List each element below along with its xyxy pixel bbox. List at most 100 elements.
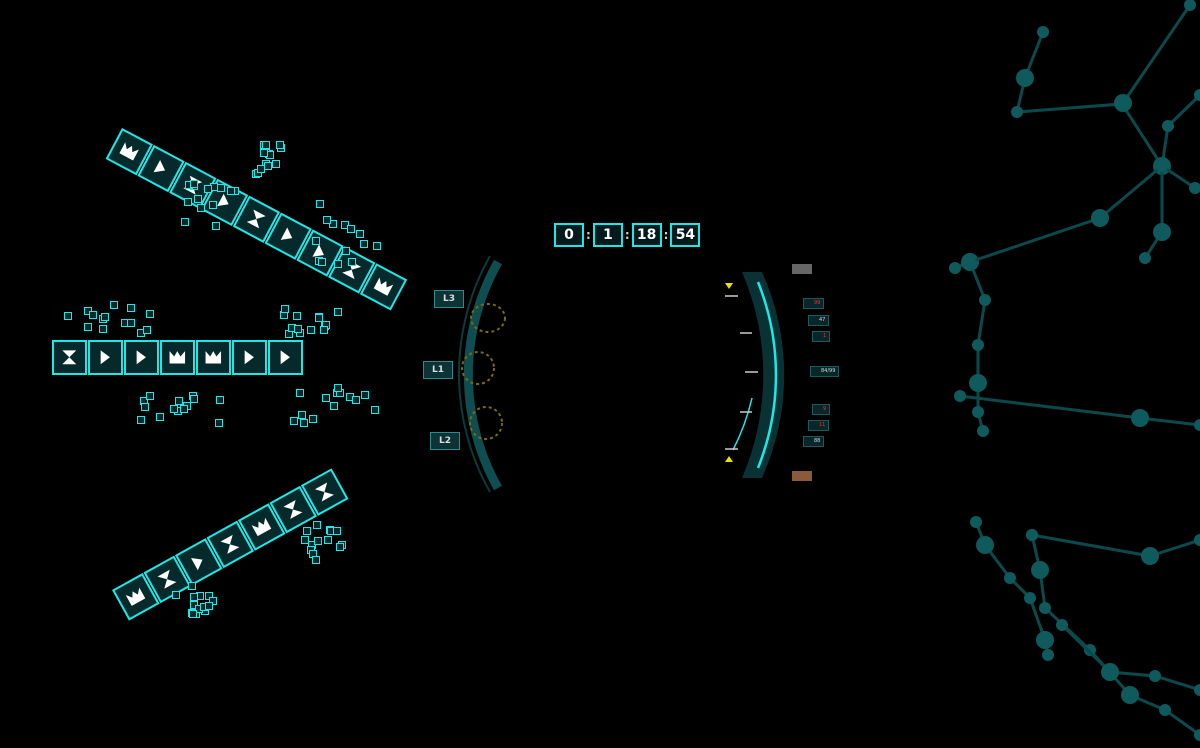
tile-fragment bbox=[281, 304, 290, 313]
tile-fragment bbox=[334, 383, 343, 392]
graph-node bbox=[1039, 602, 1051, 614]
unit-tile-hourglass[interactable] bbox=[300, 468, 349, 516]
left-arc-outer bbox=[457, 255, 491, 493]
unit-tile-hourglass[interactable] bbox=[232, 195, 281, 243]
unit-tile-play[interactable] bbox=[232, 340, 267, 375]
tile-fragment bbox=[373, 242, 382, 251]
timer-separator: : bbox=[624, 228, 630, 242]
lane-button-l2[interactable]: L2 bbox=[430, 432, 460, 450]
readout: 1 bbox=[812, 331, 831, 342]
graph-node bbox=[1189, 182, 1200, 194]
tile-fragment bbox=[335, 542, 344, 551]
tile-fragment bbox=[298, 410, 307, 419]
tile-fragment bbox=[189, 180, 198, 189]
node-graph bbox=[949, 0, 1200, 741]
tile-fragment bbox=[315, 314, 324, 323]
unit-tile-play[interactable] bbox=[174, 538, 223, 586]
tile-fragment bbox=[204, 185, 213, 194]
tile-fragment bbox=[341, 246, 350, 255]
unit-tile-crown[interactable] bbox=[237, 503, 286, 551]
tile-fragment bbox=[256, 165, 265, 174]
unit-tile-crown[interactable] bbox=[112, 573, 160, 621]
graph-node bbox=[1037, 26, 1049, 38]
right-gauge-fill bbox=[756, 281, 778, 469]
graph-node bbox=[1042, 649, 1054, 661]
unit-tile-hourglass[interactable] bbox=[328, 246, 376, 294]
unit-tile-crown[interactable] bbox=[196, 340, 231, 375]
unit-tile-hourglass[interactable] bbox=[143, 555, 192, 604]
tile-fragment bbox=[319, 326, 328, 335]
timer-segment: 0 bbox=[554, 223, 584, 247]
graph-node bbox=[1131, 409, 1149, 427]
graph-node bbox=[1194, 89, 1200, 101]
tile-fragment bbox=[333, 260, 342, 269]
tile-fragment bbox=[293, 324, 302, 333]
tile-fragment bbox=[347, 258, 356, 267]
graph-node bbox=[964, 256, 976, 268]
graph-node bbox=[1026, 529, 1038, 541]
hourglass-icon bbox=[157, 569, 177, 589]
tile-fragment bbox=[360, 391, 369, 400]
tile-fragment bbox=[137, 416, 146, 425]
unit-tile-play[interactable] bbox=[200, 178, 249, 227]
tile-fragment bbox=[307, 326, 316, 335]
tile-fragment bbox=[289, 417, 298, 426]
tile-fragment bbox=[190, 394, 199, 403]
tile-fragment bbox=[312, 556, 321, 565]
lane-button-l1[interactable]: L1 bbox=[423, 361, 453, 379]
graph-node bbox=[1091, 209, 1109, 227]
lane-button-l3[interactable]: L3 bbox=[434, 290, 464, 308]
graph-node bbox=[970, 516, 982, 528]
graph-node bbox=[1139, 252, 1151, 264]
play-icon bbox=[280, 350, 291, 365]
tile-fragment bbox=[145, 391, 154, 400]
unit-tile-play[interactable] bbox=[124, 340, 159, 375]
graph-node bbox=[1011, 106, 1023, 118]
readout: 88 bbox=[803, 436, 825, 447]
left-arc bbox=[463, 259, 502, 491]
graph-edge bbox=[1060, 623, 1200, 692]
crown-icon bbox=[169, 351, 186, 364]
tile-fragment bbox=[205, 601, 214, 610]
unit-tile-hourglass[interactable] bbox=[269, 485, 318, 534]
tile-fragment bbox=[109, 300, 118, 309]
gauge-ticks bbox=[725, 295, 758, 450]
unit-tile-play[interactable] bbox=[264, 212, 312, 260]
unit-tile-play[interactable] bbox=[137, 144, 185, 193]
crown-icon bbox=[251, 517, 272, 537]
lane-markers bbox=[461, 303, 506, 440]
tile-fragment bbox=[312, 520, 321, 529]
tile-fragment bbox=[227, 186, 236, 195]
tile-fragment bbox=[100, 313, 109, 322]
tile-fragment bbox=[183, 197, 192, 206]
graph-node bbox=[1024, 592, 1036, 604]
unit-tile-play[interactable] bbox=[296, 229, 344, 277]
graph-edge bbox=[1015, 31, 1200, 171]
tile-fragment bbox=[140, 403, 149, 412]
tile-fragment bbox=[323, 535, 332, 544]
play-icon bbox=[312, 244, 325, 258]
tile-fragment bbox=[188, 609, 197, 618]
unit-tile-play[interactable] bbox=[88, 340, 123, 375]
tile-fragment bbox=[99, 325, 108, 334]
graph-node bbox=[1162, 120, 1174, 132]
play-icon bbox=[280, 227, 293, 241]
unit-tile-hourglass[interactable] bbox=[206, 520, 255, 569]
tile-fragment bbox=[346, 224, 355, 233]
tile-fragment bbox=[180, 404, 189, 413]
unit-tile-crown[interactable] bbox=[105, 128, 153, 176]
tile-fragment bbox=[143, 325, 152, 334]
graph-node bbox=[979, 294, 991, 306]
graph-node bbox=[1101, 663, 1119, 681]
hourglass-icon bbox=[315, 482, 335, 502]
tile-fragment bbox=[333, 527, 342, 536]
unit-tile-hourglass[interactable] bbox=[52, 340, 87, 375]
timer-segment: 1 bbox=[592, 223, 623, 247]
unit-tile-crown[interactable] bbox=[359, 263, 408, 311]
unit-tile-play[interactable] bbox=[268, 340, 303, 375]
portrait-icon bbox=[792, 264, 812, 274]
unit-tile-crown[interactable] bbox=[160, 340, 195, 375]
tile-fragment bbox=[187, 582, 196, 591]
tile-fragment bbox=[261, 141, 270, 150]
